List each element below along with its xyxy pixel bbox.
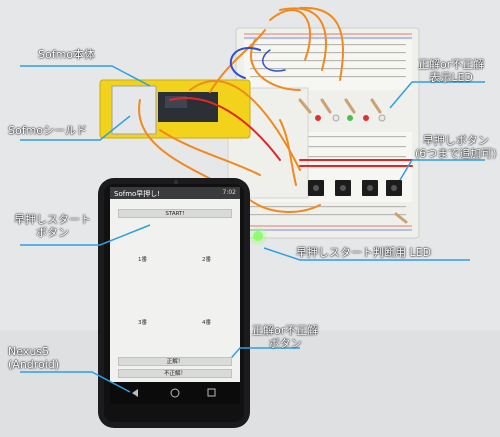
label-sofmo-shield: Sofmoシールド	[8, 124, 88, 137]
callout-lines	[20, 65, 485, 393]
label-buzzer-button: 早押しボタン (6つまで追加可)	[415, 134, 497, 160]
label-answer-button: 正解or不正解 ボタン	[252, 324, 318, 350]
correct-button[interactable]: 正解！	[118, 357, 232, 366]
label-device-line1: Nexus5	[8, 345, 50, 358]
start-led	[253, 231, 263, 241]
rank-3: 3番	[138, 320, 147, 326]
label-sofmo-body: Sofmo本体	[38, 48, 96, 61]
answer-leds	[315, 114, 386, 122]
incorrect-button[interactable]: 不正解！	[118, 369, 232, 378]
rank-2: 2番	[202, 257, 211, 263]
rank-4: 4番	[202, 320, 211, 326]
label-start-button-line1: 早押しスタート	[14, 213, 91, 226]
status-time: 7:02	[222, 189, 236, 196]
label-device: Nexus5 (Android)	[8, 345, 59, 371]
label-buzzer-button-line2: (6つまで追加可)	[415, 147, 497, 160]
sofmo-shield	[99, 79, 251, 139]
label-buzzer-button-line1: 早押しボタン	[422, 134, 489, 147]
label-answer-led-line2: 表示LED	[429, 71, 473, 84]
label-device-line2: (Android)	[8, 358, 60, 371]
label-start-led: 早押しスタート判断用 LED	[296, 246, 432, 259]
label-answer-button-line2: ボタン	[268, 337, 302, 350]
label-answer-button-line1: 正解or不正解	[252, 324, 319, 337]
app-title: Sofmo早押し!	[114, 190, 161, 198]
start-button[interactable]: START!	[118, 209, 232, 218]
label-start-button-line2: ボタン	[36, 226, 69, 239]
label-start-button: 早押しスタート ボタン	[14, 213, 91, 239]
label-answer-led: 正解or不正解 表示LED	[418, 58, 484, 84]
app-screen: Sofmo早押し! 7:02 START! 1番 2番 3番 4番 正解！ 不正…	[110, 187, 240, 382]
label-answer-led-line1: 正解or不正解	[418, 58, 485, 71]
rank-1: 1番	[138, 257, 147, 263]
jumper-wires	[138, 6, 413, 213]
